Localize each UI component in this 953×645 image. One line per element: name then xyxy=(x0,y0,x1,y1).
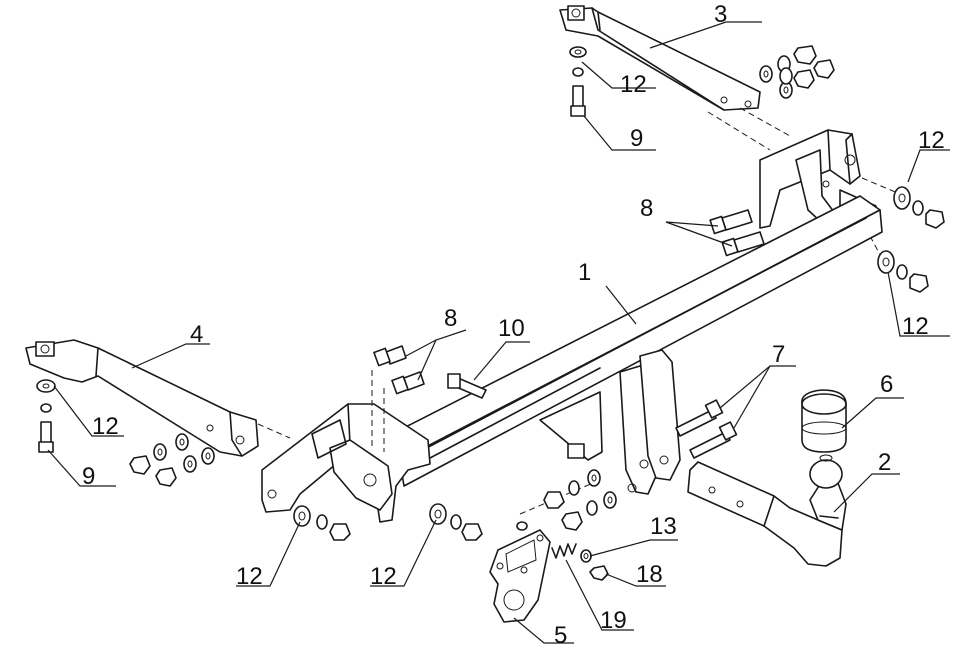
label-part-9-left: 9 xyxy=(82,463,95,490)
label-part-7: 7 xyxy=(772,341,785,368)
neck-mount-brackets xyxy=(619,349,681,495)
label-part-12-bottom-mid: 12 xyxy=(370,563,397,590)
bolts-7 xyxy=(675,399,738,459)
left-mount-plate xyxy=(261,370,431,523)
label-part-6: 6 xyxy=(880,371,893,398)
ball-cap-part xyxy=(801,389,847,453)
main-crossbar xyxy=(379,195,883,487)
label-part-9-top: 9 xyxy=(630,125,643,152)
bolts-8-left xyxy=(373,345,425,395)
bracket-left-part xyxy=(25,339,291,457)
label-part-19: 19 xyxy=(600,607,627,634)
socket-plate-part xyxy=(489,529,551,623)
label-part-12-top: 12 xyxy=(620,71,647,98)
label-part-4: 4 xyxy=(190,321,203,348)
neck-hardware xyxy=(516,469,617,531)
bracket-left-hardware xyxy=(36,379,215,487)
label-part-12-left: 12 xyxy=(92,413,119,440)
label-part-8-left: 8 xyxy=(444,305,457,332)
label-part-5: 5 xyxy=(554,622,567,645)
leader-lines xyxy=(47,21,950,644)
label-part-13: 13 xyxy=(650,513,677,540)
label-part-18: 18 xyxy=(636,561,663,588)
label-part-12-bottom-left: 12 xyxy=(236,563,263,590)
right-side-hardware xyxy=(877,186,945,293)
label-part-3: 3 xyxy=(714,1,727,28)
bracket-right-part xyxy=(559,5,791,151)
part-number-labels: 3 12 9 12 8 12 1 8 10 7 6 2 4 12 9 12 12… xyxy=(82,1,945,645)
ball-neck-part xyxy=(687,454,847,567)
label-part-8-top: 8 xyxy=(640,195,653,222)
bracket-right-hardware xyxy=(569,45,835,117)
label-part-10: 10 xyxy=(498,315,525,342)
left-lower-hardware xyxy=(293,503,483,541)
bolts-8-top xyxy=(709,209,765,257)
label-part-1: 1 xyxy=(578,259,591,286)
bolt-10 xyxy=(447,373,487,399)
label-part-12-right-top: 12 xyxy=(918,127,945,154)
spring-washer-nut xyxy=(551,543,609,581)
label-part-2: 2 xyxy=(878,449,891,476)
label-part-12-right-bottom: 12 xyxy=(902,313,929,340)
